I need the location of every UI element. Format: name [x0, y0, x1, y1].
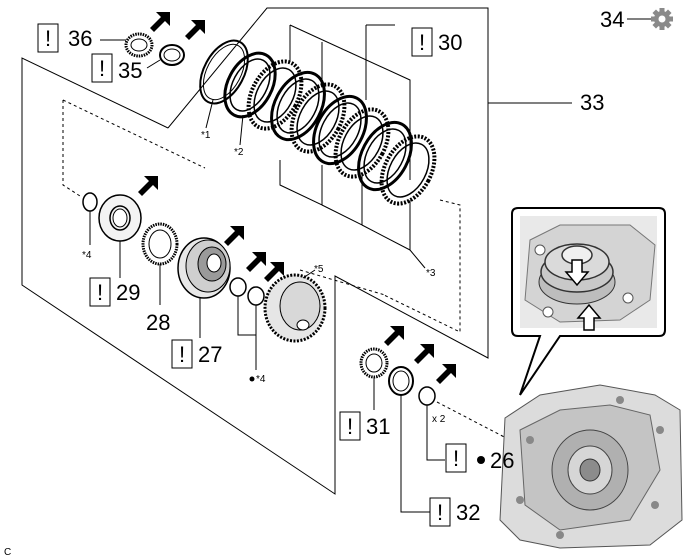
up-arrow-icon — [576, 303, 602, 331]
callout-35: 35 — [118, 58, 142, 83]
clutch-disc — [379, 134, 437, 206]
callout-32: 32 — [456, 500, 480, 525]
caution-box-35: ! — [91, 53, 113, 83]
arrow-icon — [436, 364, 456, 384]
arrow-icon — [138, 176, 158, 196]
gear-icon — [651, 8, 673, 30]
piston-27 — [177, 237, 231, 299]
svg-text:!: ! — [419, 30, 425, 55]
note-1: *1 — [201, 130, 211, 141]
note-4a: *4 — [82, 250, 92, 261]
clutch-disc — [289, 82, 347, 154]
caution-box-32: ! — [429, 497, 451, 527]
callout-28: 28 — [146, 310, 170, 335]
svg-text:!: ! — [437, 500, 443, 525]
spring-retainer-29 — [98, 194, 142, 242]
note-2: *2 — [234, 147, 244, 158]
arrow-icon — [246, 252, 266, 272]
clutch-disc — [270, 70, 326, 142]
note-4b: *4 — [256, 374, 266, 385]
arrow-icon — [150, 12, 170, 32]
arrow-icon — [414, 344, 434, 364]
inset-detail — [511, 207, 666, 396]
svg-text:!: ! — [453, 446, 459, 471]
assembly-outline — [21, 7, 572, 495]
caution-box-29: ! — [89, 277, 111, 307]
clutch-disc — [246, 59, 304, 131]
clutch-disc — [357, 120, 413, 192]
caution-box-36: ! — [37, 23, 59, 53]
note-3: *3 — [426, 268, 436, 279]
clutch-disc — [333, 107, 391, 179]
down-arrow-icon — [564, 259, 590, 287]
thrust-bearing-36 — [124, 32, 154, 58]
thrust-bearing-28 — [141, 222, 179, 266]
svg-text:!: ! — [179, 342, 185, 367]
arrow-icon — [185, 20, 205, 40]
svg-text:!: ! — [45, 26, 51, 51]
caution-box-26: ! — [445, 443, 467, 473]
non-reusable-dot-icon — [477, 456, 485, 464]
arrow-icon — [384, 326, 404, 346]
o-ring-26 — [418, 386, 436, 406]
callout-34: 34 — [600, 7, 624, 32]
corner-code: C — [4, 547, 11, 558]
bearing-race-32 — [388, 366, 414, 396]
snap-ring — [199, 39, 249, 105]
transaxle-case — [499, 384, 683, 549]
clutch-disc — [312, 94, 368, 166]
svg-text:!: ! — [97, 280, 103, 305]
callout-30: 30 — [438, 30, 462, 55]
quantity-note: x 2 — [432, 414, 446, 425]
svg-text:!: ! — [347, 414, 353, 439]
caution-box-30: ! — [411, 27, 433, 57]
flange-plate — [223, 51, 277, 119]
thrust-bearing-31 — [359, 347, 389, 379]
non-reusable-dot-icon — [249, 376, 255, 382]
svg-text:!: ! — [99, 56, 105, 81]
callout-33: 33 — [580, 90, 604, 115]
note-5: *5 — [314, 264, 324, 275]
o-ring-a — [229, 277, 247, 297]
o-ring-b — [247, 286, 265, 306]
callout-31: 31 — [366, 414, 390, 439]
o-ring-star4 — [82, 192, 98, 212]
callout-27: 27 — [198, 342, 222, 367]
callout-26: 26 — [490, 448, 514, 473]
callout-29: 29 — [116, 280, 140, 305]
callout-36: 36 — [68, 26, 92, 51]
clutch-plate-stack — [199, 39, 437, 206]
caution-box-31: ! — [339, 411, 361, 441]
bearing-race-35 — [159, 44, 185, 66]
clutch-hub-star5 — [263, 273, 327, 343]
arrow-icon — [224, 226, 244, 246]
caution-box-27: ! — [171, 339, 193, 369]
